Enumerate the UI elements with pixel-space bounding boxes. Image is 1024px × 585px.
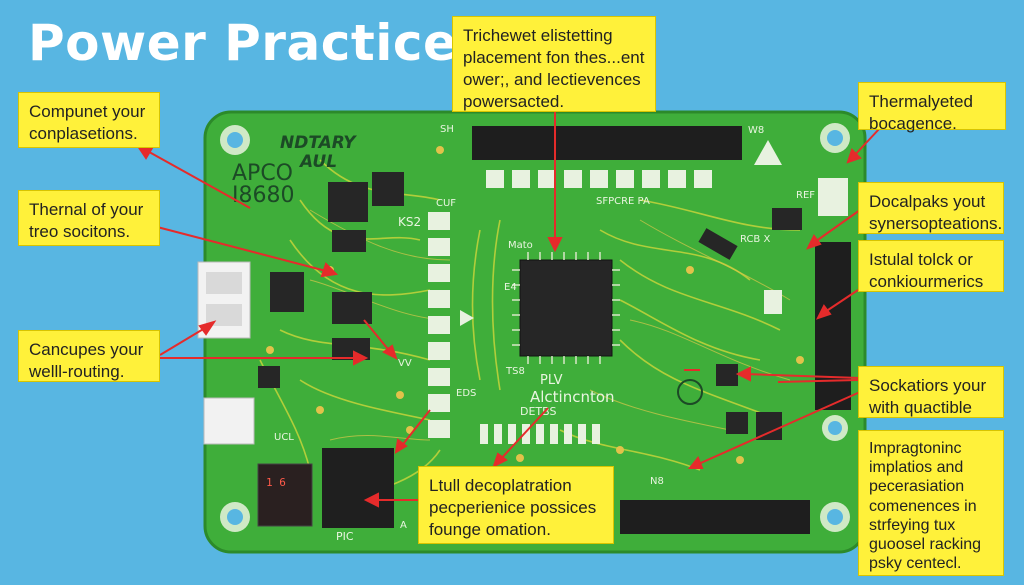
power-jack: [203, 397, 255, 445]
silk-ns: N8: [650, 476, 664, 487]
resistor-pad: [764, 290, 782, 314]
display-module: [257, 463, 313, 527]
small-ics: [258, 172, 802, 440]
silk-ref: REF: [796, 190, 815, 201]
silk-vv: VV: [398, 358, 412, 369]
callout-top-left: Compunet your conplasetions.: [18, 92, 160, 148]
callout-right-3: Istulal tolck or conkiourmerics: [858, 240, 1004, 292]
silk-chip-label-2: DETBS: [520, 405, 556, 418]
callout-mid-left: Thernal of your treo socitons.: [18, 190, 160, 246]
bottom-ic: [322, 448, 394, 528]
silk-model-1: APCO: [232, 161, 293, 186]
callout-right-2: Docalpaks yout synersopteations.: [858, 182, 1004, 234]
bottom-connector: [620, 500, 810, 534]
vias: [266, 146, 804, 464]
main-ic: [519, 259, 613, 357]
silk-chip-label-1: Alctincnton: [530, 388, 615, 406]
silk-rcbx: RCB X: [740, 234, 770, 245]
left-pad-column: [428, 212, 450, 438]
polarity-marker: [754, 140, 782, 165]
bottom-pin-row: [480, 424, 600, 444]
silk-cf: CUF: [436, 198, 456, 209]
callout-right-4: Sockatiors your with quactible: [858, 366, 1004, 418]
right-pad-block: [818, 178, 848, 216]
callout-bottom-center: Ltull decoplatration pecperienice possic…: [418, 466, 614, 544]
test-point-ring: [677, 379, 703, 405]
silk-spfpcre: SFPCRE PA: [596, 196, 650, 207]
silk-pic: PIC: [336, 530, 354, 543]
silk-ucl: UCL: [274, 432, 294, 443]
callout-top-right: Thermalyeted bocagence.: [858, 82, 1006, 133]
silk-mato: Mato: [508, 240, 533, 251]
silk-wb: W8: [748, 125, 764, 136]
mounting-holes: [220, 123, 850, 532]
silk-display-digits: 1 6: [266, 476, 286, 489]
right-connector: [815, 242, 851, 410]
callout-right-5: Impragtoninc implatios and pecerasiation…: [858, 430, 1004, 576]
callout-low-left: Cancupes your welll-routing.: [18, 330, 160, 382]
callout-top-center: Trichewet elistetting placement fon thes…: [452, 16, 656, 112]
silk-brand-1: NDTARY: [280, 133, 357, 153]
silk-plv: PLV: [540, 373, 563, 388]
main-ic-pins: [512, 252, 620, 364]
silk-ks2: KS2: [398, 215, 421, 229]
header-connector: [472, 126, 742, 160]
silk-eds: EDS: [456, 388, 476, 399]
silk-a: A: [400, 520, 407, 531]
silk-ts: TS8: [505, 366, 525, 377]
triangle-marker: [460, 310, 474, 326]
silk-sh: SH: [440, 124, 454, 135]
header-pads: [486, 170, 712, 188]
silk-brand-2: AUL: [298, 152, 337, 172]
silk-e4: E4: [504, 282, 517, 293]
callout-arrows: [135, 112, 881, 508]
